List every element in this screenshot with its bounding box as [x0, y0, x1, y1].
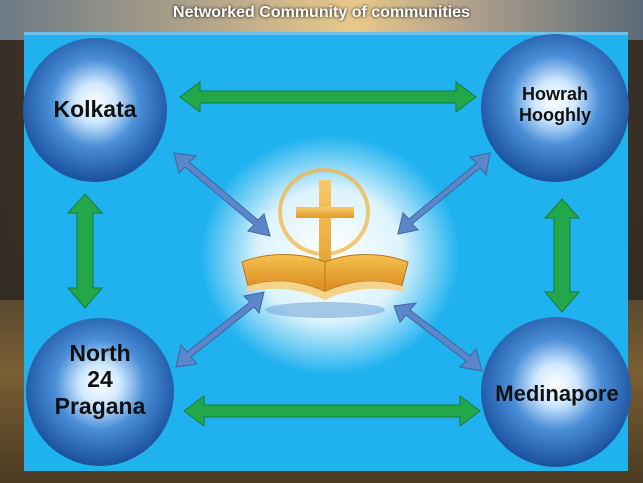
node-north24-label: North 24 Pragana	[37, 340, 163, 419]
arrow-north24-center	[175, 291, 265, 368]
node-north24-label-line3: Pragana	[54, 392, 146, 419]
node-howrah-label-line2: Hooghly	[519, 104, 591, 125]
arrow-kolkata-center	[173, 152, 271, 237]
node-north24-circle	[26, 318, 174, 466]
node-kolkata-circle	[23, 38, 167, 182]
node-north24-label-line2: 24	[87, 366, 113, 393]
node-medinapore-circle	[481, 317, 631, 467]
bible-cross-icon	[241, 254, 409, 318]
slide-title: Networked Community of communities	[173, 4, 470, 21]
arrow-medinapore-center	[393, 302, 483, 372]
arrow-north24-medinapore	[183, 395, 481, 427]
node-howrah-circle	[481, 34, 629, 182]
node-kolkata-label: Kolkata	[53, 96, 137, 122]
node-howrah-label-line1: Howrah	[521, 84, 588, 104]
arrow-howrah-medinapore	[543, 198, 581, 313]
node-medinapore-label: Medinapore	[495, 381, 619, 406]
arrow-howrah-center	[397, 152, 491, 235]
node-north24-label-line1: North	[69, 340, 131, 366]
arrow-kolkata-north24	[66, 193, 104, 309]
arrow-kolkata-howrah	[179, 81, 477, 113]
node-howrah-label: Howrah Hooghly	[495, 84, 615, 125]
